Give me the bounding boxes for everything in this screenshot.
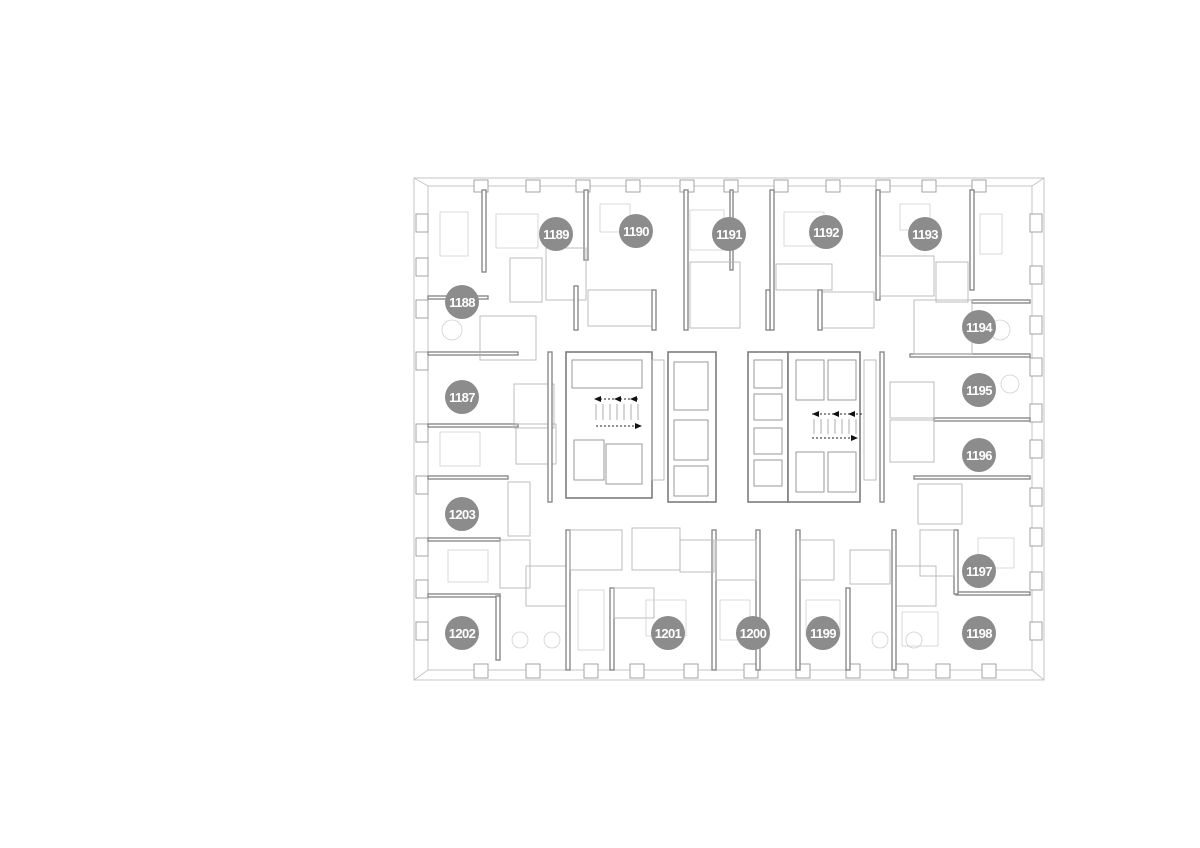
arrow-left-icon (594, 396, 601, 402)
unit-badge[interactable]: 1190 (619, 214, 653, 248)
window (921, 179, 937, 193)
unit-number: 1200 (740, 626, 767, 641)
unit-badge[interactable]: 1194 (962, 310, 996, 344)
unit-number: 1188 (449, 295, 475, 310)
window (415, 537, 429, 557)
window (575, 179, 591, 193)
window (625, 179, 641, 193)
unit-badge[interactable]: 1193 (908, 217, 942, 251)
window (1029, 527, 1043, 547)
arrow-left-icon (848, 411, 855, 417)
window (971, 179, 987, 193)
window (525, 179, 541, 193)
stair-right (813, 419, 857, 434)
unit-number: 1193 (912, 227, 938, 242)
unit-badge[interactable]: 1198 (962, 616, 996, 650)
furniture (439, 203, 1020, 651)
facade-windows (415, 179, 1043, 679)
unit-number: 1196 (966, 448, 992, 463)
arrow-left-icon (630, 396, 637, 402)
window (415, 579, 429, 599)
window (1029, 621, 1043, 641)
window (415, 621, 429, 641)
window (875, 179, 891, 193)
unit-number: 1195 (966, 383, 992, 398)
window (1029, 403, 1043, 423)
unit-badge[interactable]: 1202 (445, 616, 479, 650)
arrow-left-icon (614, 396, 621, 402)
window (1029, 571, 1043, 591)
window (743, 663, 759, 679)
unit-number: 1192 (813, 225, 839, 240)
unit-number: 1199 (810, 626, 836, 641)
window (415, 213, 429, 233)
unit-number: 1194 (966, 320, 993, 335)
unit-number: 1189 (543, 227, 569, 242)
window (1029, 439, 1043, 459)
unit-number: 1201 (655, 626, 682, 641)
unit-number: 1191 (716, 227, 742, 242)
unit-badge[interactable]: 1201 (651, 616, 685, 650)
window (583, 663, 599, 679)
unit-badge[interactable]: 1197 (962, 554, 996, 588)
unit-number: 1197 (966, 564, 992, 579)
window (473, 663, 489, 679)
unit-badge[interactable]: 1203 (445, 497, 479, 531)
unit-number: 1190 (623, 224, 649, 239)
unit-badge[interactable]: 1195 (962, 373, 996, 407)
arrow-right-icon (851, 435, 858, 441)
unit-badge[interactable]: 1187 (445, 380, 479, 414)
window (1029, 357, 1043, 377)
window (1029, 315, 1043, 335)
window (1029, 265, 1043, 285)
unit-number: 1187 (449, 390, 475, 405)
interior-walls (427, 189, 1031, 671)
arrow-left-icon (832, 411, 839, 417)
window (415, 299, 429, 319)
window (773, 179, 789, 193)
window (415, 475, 429, 495)
window (415, 351, 429, 371)
window (525, 663, 541, 679)
unit-badge[interactable]: 1196 (962, 438, 996, 472)
unit-badge[interactable]: 1200 (736, 616, 770, 650)
window (825, 179, 841, 193)
window (893, 663, 909, 679)
window (1029, 487, 1043, 507)
window (1029, 213, 1043, 233)
unit-badge[interactable]: 1199 (806, 616, 840, 650)
building-core (547, 351, 885, 503)
unit-badge[interactable]: 1189 (539, 217, 573, 251)
building-outline (413, 177, 1045, 681)
unit-number: 1198 (966, 626, 992, 641)
window (473, 179, 489, 193)
unit-badge[interactable]: 1192 (809, 215, 843, 249)
unit-number: 1202 (449, 626, 476, 641)
unit-number: 1203 (449, 507, 476, 522)
unit-badge[interactable]: 1188 (445, 285, 479, 319)
egress-arrows (594, 396, 862, 441)
window (415, 423, 429, 443)
window (415, 257, 429, 277)
arrow-left-icon (812, 411, 819, 417)
unit-badge[interactable]: 1191 (712, 217, 746, 251)
unit-labels: 1189 1190 1191 1192 1193 1188 1194 1187 (445, 214, 996, 650)
stair-left (595, 404, 639, 420)
window (683, 663, 699, 679)
window (981, 663, 997, 679)
window (629, 663, 645, 679)
arrow-right-icon (635, 423, 642, 429)
window (935, 663, 951, 679)
